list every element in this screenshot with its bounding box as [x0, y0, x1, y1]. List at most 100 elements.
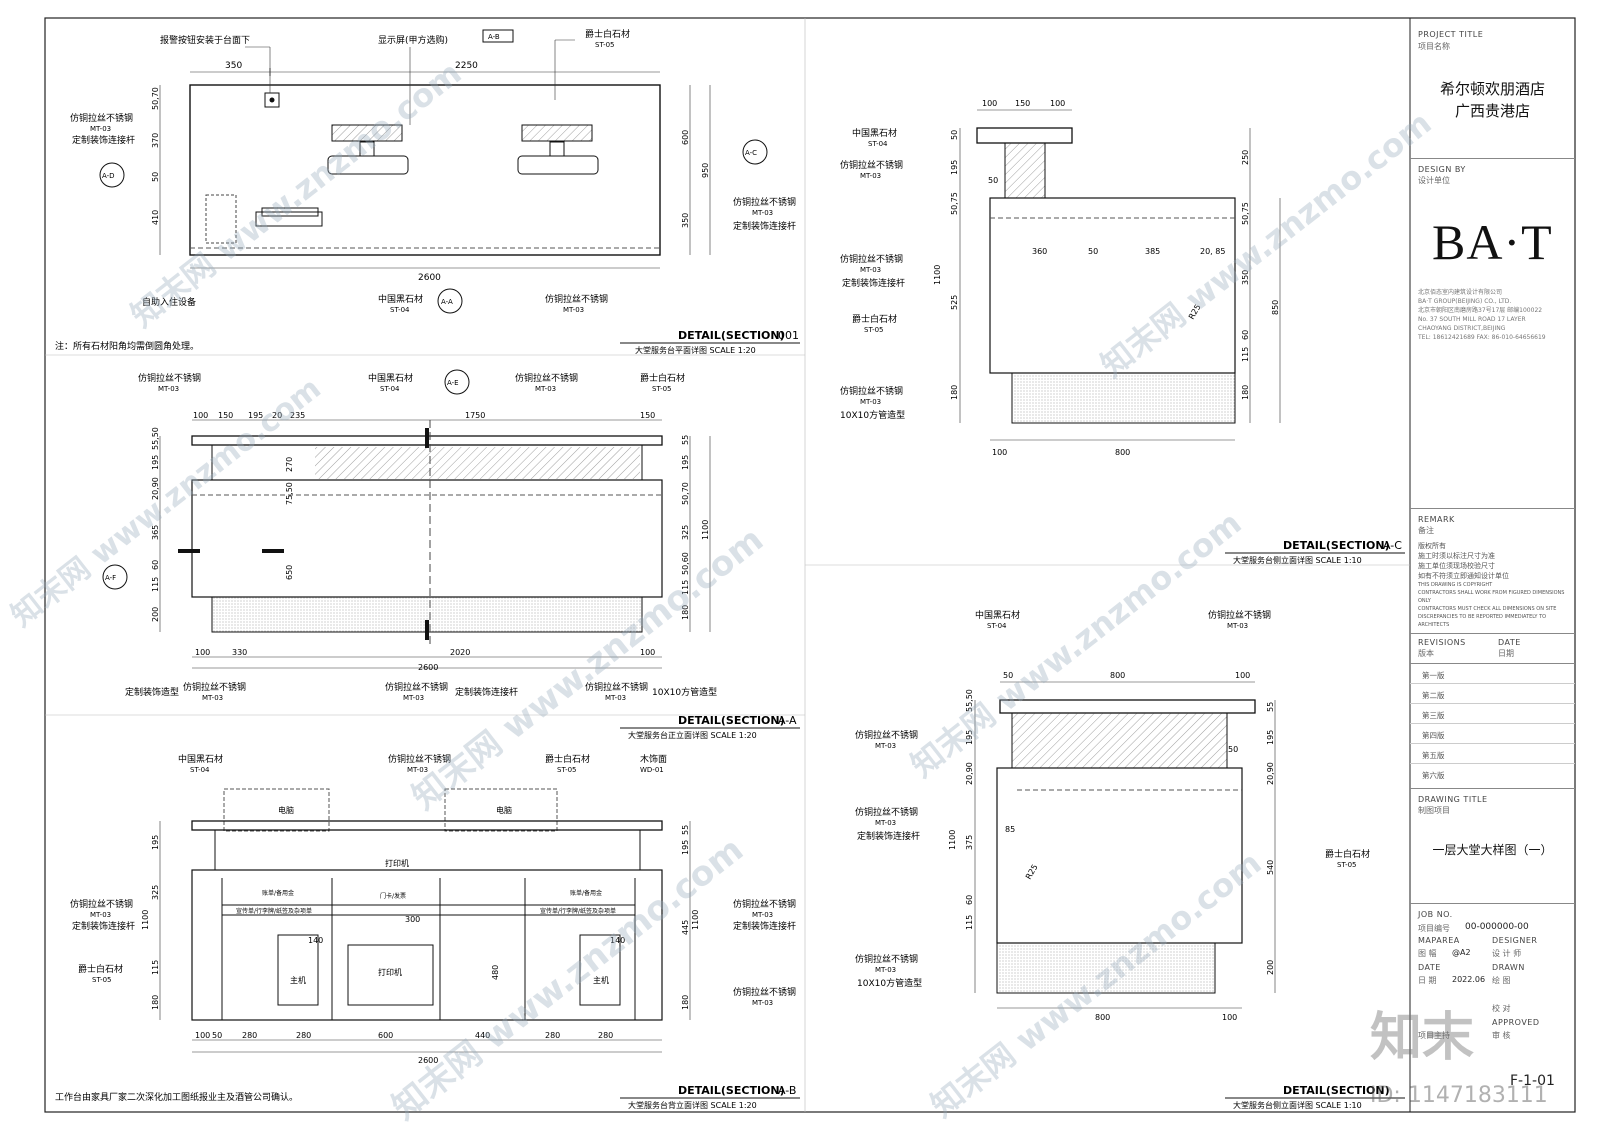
dim-350-top: 350	[225, 61, 242, 71]
aa-detail-subtitle: 大堂服务台正立面详图 SCALE 1:20	[628, 730, 757, 740]
svg-text:仿铜拉丝不锈钢: 仿铜拉丝不锈钢	[388, 753, 451, 765]
label-steel-bottom: 仿铜拉丝不锈钢	[545, 293, 608, 305]
svg-text:85: 85	[1005, 825, 1015, 834]
svg-text:爵士白石材: 爵士白石材	[852, 313, 897, 325]
aa-detail-title: DETAIL(SECTION)	[678, 714, 785, 727]
title-block: PROJECT TITLE 项目名称 希尔顿欢朋酒店 广西贵港店 DESIGN …	[1410, 18, 1575, 1112]
svg-text:50,75: 50,75	[1241, 202, 1250, 225]
svg-text:20: 20	[272, 411, 282, 420]
marker-a-c: A-C	[742, 139, 768, 165]
bat-logo: BA·T	[1432, 214, 1553, 270]
svg-text:115: 115	[681, 580, 690, 595]
svg-text:20,90: 20,90	[965, 762, 974, 785]
svg-text:仿铜拉丝不锈钢: 仿铜拉丝不锈钢	[840, 159, 903, 171]
svg-text:800: 800	[1115, 448, 1130, 457]
marker-a-b: A-B	[482, 29, 514, 43]
svg-text:100: 100	[640, 648, 655, 657]
ad-detail-subtitle: 大堂服务台侧立面详图 SCALE 1:10	[1233, 1100, 1362, 1110]
svg-text:定制装饰连接杆: 定制装饰连接杆	[857, 830, 920, 842]
svg-text:20,90: 20,90	[151, 477, 160, 500]
svg-text:100: 100	[992, 448, 1007, 457]
svg-text:55: 55	[681, 435, 690, 445]
svg-text:385: 385	[1145, 247, 1160, 256]
svg-text:50,60: 50,60	[681, 552, 690, 575]
svg-text:主机: 主机	[593, 975, 609, 985]
alarm-button	[264, 92, 280, 108]
svg-text:800: 800	[1110, 671, 1125, 680]
svg-text:375: 375	[965, 835, 974, 850]
svg-text:55: 55	[681, 825, 690, 835]
label-alarm: 报警按钮安装于台面下	[160, 34, 250, 46]
svg-text:150: 150	[218, 411, 233, 420]
svg-text:180: 180	[1241, 385, 1250, 400]
svg-text:木饰面: 木饰面	[640, 753, 667, 765]
svg-text:10X10方管造型: 10X10方管造型	[840, 409, 905, 421]
svg-text:180: 180	[681, 995, 690, 1010]
svg-text:仿铜拉丝不锈钢: 仿铜拉丝不锈钢	[733, 986, 796, 998]
svg-text:50: 50	[1088, 247, 1098, 256]
svg-text:MT-03: MT-03	[90, 911, 111, 919]
svg-text:定制装饰连接杆: 定制装饰连接杆	[733, 920, 796, 932]
keyboard-left	[327, 124, 409, 175]
svg-text:MT-03: MT-03	[752, 999, 773, 1007]
svg-text:中国黑石材: 中国黑石材	[975, 609, 1020, 621]
company-info: 北京佰态室内建筑设计有限公司 BA·T GROUP(BEIJING) CO., …	[1418, 289, 1546, 341]
remark-text: 版权所有 施工时须以标注尺寸为准 施工单位须现场校验尺寸 如有不符须立即通知设计…	[1418, 542, 1565, 628]
self-checkin-device	[205, 194, 237, 244]
label-black-stone: 中国黑石材	[378, 293, 423, 305]
svg-text:1750: 1750	[465, 411, 485, 420]
job-number: 00-000000-00	[1465, 922, 1529, 932]
project-name-2: 广西贵港店	[1454, 102, 1530, 120]
svg-text:650: 650	[285, 565, 294, 580]
label-marble-white: 爵士白石材	[585, 28, 630, 40]
svg-text:50: 50	[1003, 671, 1013, 680]
svg-text:宣传单/行李牌/纸签及杂项单: 宣传单/行李牌/纸签及杂项单	[540, 907, 616, 915]
svg-text:150: 150	[1015, 99, 1030, 108]
marker-a-a: A-A	[437, 288, 463, 314]
svg-text:仿铜拉丝不锈钢: 仿铜拉丝不锈钢	[855, 953, 918, 965]
svg-text:定制装饰连接杆: 定制装饰连接杆	[455, 686, 518, 698]
svg-text:MT-03: MT-03	[752, 911, 773, 919]
svg-text:235: 235	[290, 411, 305, 420]
svg-text:A-C: A-C	[745, 149, 757, 157]
label-selfcheck: 自助入住设备	[142, 296, 196, 308]
svg-text:电脑: 电脑	[496, 805, 512, 815]
svg-text:ST-05: ST-05	[1337, 861, 1357, 869]
svg-text:爵士白石材: 爵士白石材	[1325, 848, 1370, 860]
svg-text:MT-03: MT-03	[860, 266, 881, 274]
svg-text:中国黑石材: 中国黑石材	[852, 127, 897, 139]
svg-text:200: 200	[151, 607, 160, 622]
svg-text:MT-03: MT-03	[875, 819, 896, 827]
id-watermark: ID: 1147183111	[1370, 1083, 1548, 1108]
label-steel-right: 仿铜拉丝不锈钢	[733, 196, 796, 208]
svg-text:600: 600	[378, 1031, 393, 1040]
back-elevation-a-b: 电脑 电脑 打印机 打印机 主机 主机 账单/备用金 门卡/发票 宣传单/行李牌…	[55, 753, 800, 1110]
svg-text:MT-03: MT-03	[535, 385, 556, 393]
svg-text:1100: 1100	[701, 520, 710, 540]
plan-note: 注：所有石材阳角均需倒圆角处理。	[55, 340, 199, 352]
svg-text:ST-04: ST-04	[987, 622, 1007, 630]
sheet-number: F-1-01	[1510, 1073, 1555, 1089]
svg-text:180: 180	[681, 605, 690, 620]
label-rod-left: 定制装饰连接杆	[72, 134, 135, 146]
svg-text:2020: 2020	[450, 648, 470, 657]
aa-detail-code: A-A	[778, 714, 797, 727]
svg-text:1100: 1100	[933, 265, 942, 285]
svg-text:MT-03: MT-03	[403, 694, 424, 702]
svg-text:WD-01: WD-01	[640, 766, 664, 774]
marker-a-d: A-D	[99, 162, 125, 188]
svg-text:打印机: 打印机	[378, 967, 402, 977]
svg-text:爵士白石材: 爵士白石材	[545, 753, 590, 765]
svg-text:100: 100	[982, 99, 997, 108]
svg-text:540: 540	[1266, 860, 1275, 875]
svg-text:55,50: 55,50	[151, 427, 160, 450]
svg-text:1100: 1100	[141, 910, 150, 930]
counter-top-plan	[189, 84, 661, 256]
svg-text:MT-03: MT-03	[875, 742, 896, 750]
dim-350-right: 350	[681, 213, 690, 228]
svg-text:ST-04: ST-04	[868, 140, 888, 148]
svg-text:140: 140	[308, 936, 323, 945]
svg-text:ST-04: ST-04	[380, 385, 400, 393]
svg-text:115: 115	[151, 960, 160, 975]
